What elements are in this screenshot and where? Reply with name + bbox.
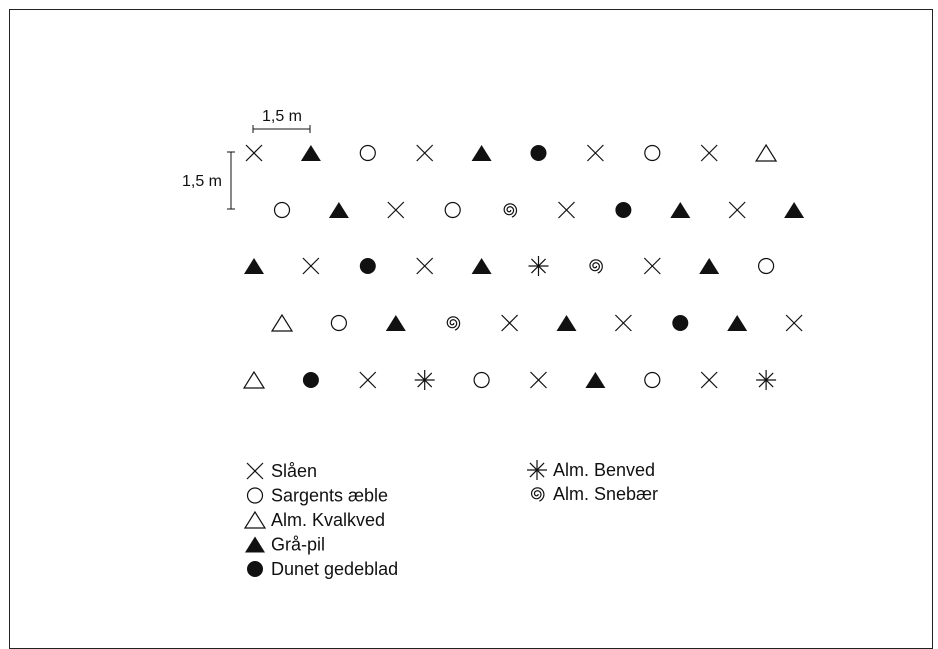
legend-label: Alm. Kvalkved — [271, 510, 385, 530]
plant-open-circle-icon — [273, 201, 291, 219]
legend-item: Slåen — [246, 461, 317, 481]
plant-cross-icon — [643, 257, 661, 275]
legend-label: Dunet gedeblad — [271, 559, 398, 579]
plant-spiral-icon — [503, 203, 518, 218]
plant-open-triangle-icon — [755, 143, 778, 162]
legend-label: Grå-pil — [271, 535, 325, 555]
plant-cross-icon — [785, 314, 803, 332]
open-triangle-icon — [243, 510, 267, 529]
plant-asterisk-icon — [528, 256, 549, 276]
spiral-icon — [530, 487, 545, 502]
plant-cross-icon — [302, 257, 320, 275]
vertical-scale-label: 1,5 m — [182, 173, 222, 190]
plant-cross-icon — [416, 144, 434, 162]
plant-filled-triangle-icon — [784, 202, 805, 218]
plant-open-circle-icon — [644, 144, 661, 162]
plant-cross-icon — [501, 314, 519, 332]
legend-label: Slåen — [271, 461, 317, 481]
asterisk-icon — [527, 460, 547, 480]
plant-open-circle-icon — [359, 144, 376, 162]
legend-item: Dunet gedeblad — [247, 559, 398, 579]
open-circle-icon — [246, 487, 264, 504]
plant-cross-icon — [416, 257, 434, 275]
plant-filled-triangle-icon — [385, 315, 406, 331]
plant-open-circle-icon — [330, 314, 347, 332]
plant-open-circle-icon — [473, 371, 490, 389]
legend-item: Alm. Benved — [527, 460, 655, 480]
plant-filled-circle-icon — [615, 202, 632, 218]
plant-asterisk-icon — [414, 370, 435, 390]
plant-spiral-icon — [446, 316, 461, 331]
plant-open-triangle-icon — [242, 370, 266, 389]
plant-filled-triangle-icon — [670, 202, 691, 218]
plant-filled-triangle-icon — [328, 202, 349, 218]
plant-cross-icon — [558, 201, 575, 219]
legend-item: Alm. Snebær — [530, 484, 658, 504]
plant-cross-icon — [700, 144, 718, 162]
filled-triangle-icon — [245, 536, 265, 553]
plant-filled-circle-icon — [530, 145, 547, 161]
plant-cross-icon — [387, 201, 405, 219]
cross-icon — [246, 462, 264, 480]
plant-spiral-icon — [589, 259, 603, 274]
plant-filled-triangle-icon — [300, 145, 321, 161]
plant-filled-triangle-icon — [585, 372, 606, 388]
legend-item: Alm. Kvalkved — [243, 510, 385, 530]
plant-cross-icon — [728, 201, 746, 219]
plant-open-triangle-icon — [270, 313, 294, 332]
plant-filled-triangle-icon — [471, 258, 492, 274]
plant-open-circle-icon — [644, 371, 661, 389]
plant-open-circle-icon — [757, 257, 775, 275]
plant-cross-icon — [245, 144, 263, 162]
plant-filled-triangle-icon — [244, 258, 264, 274]
plant-filled-circle-icon — [672, 315, 689, 331]
plant-filled-triangle-icon — [699, 258, 720, 274]
legend-item: Sargents æble — [246, 486, 388, 506]
legend-label: Alm. Benved — [553, 460, 655, 480]
plant-cross-icon — [586, 144, 604, 162]
plant-filled-circle-icon — [302, 372, 319, 388]
horizontal-scale-label: 1,5 m — [262, 108, 302, 125]
plant-grid — [242, 143, 805, 390]
plant-filled-triangle-icon — [727, 315, 748, 331]
plant-cross-icon — [530, 371, 547, 389]
plant-filled-circle-icon — [359, 258, 376, 274]
legend-item: Grå-pil — [245, 535, 325, 555]
legend-label: Sargents æble — [271, 486, 388, 506]
plant-filled-triangle-icon — [471, 145, 492, 161]
plant-cross-icon — [614, 314, 632, 332]
plant-cross-icon — [359, 371, 377, 389]
plant-filled-triangle-icon — [556, 315, 577, 331]
scale-bars: 1,5 m 1,5 m — [182, 108, 311, 210]
plant-open-circle-icon — [444, 201, 461, 219]
plant-asterisk-icon — [756, 370, 777, 390]
plant-cross-icon — [700, 371, 718, 389]
filled-circle-icon — [247, 561, 263, 577]
legend-label: Alm. Snebær — [553, 484, 658, 504]
